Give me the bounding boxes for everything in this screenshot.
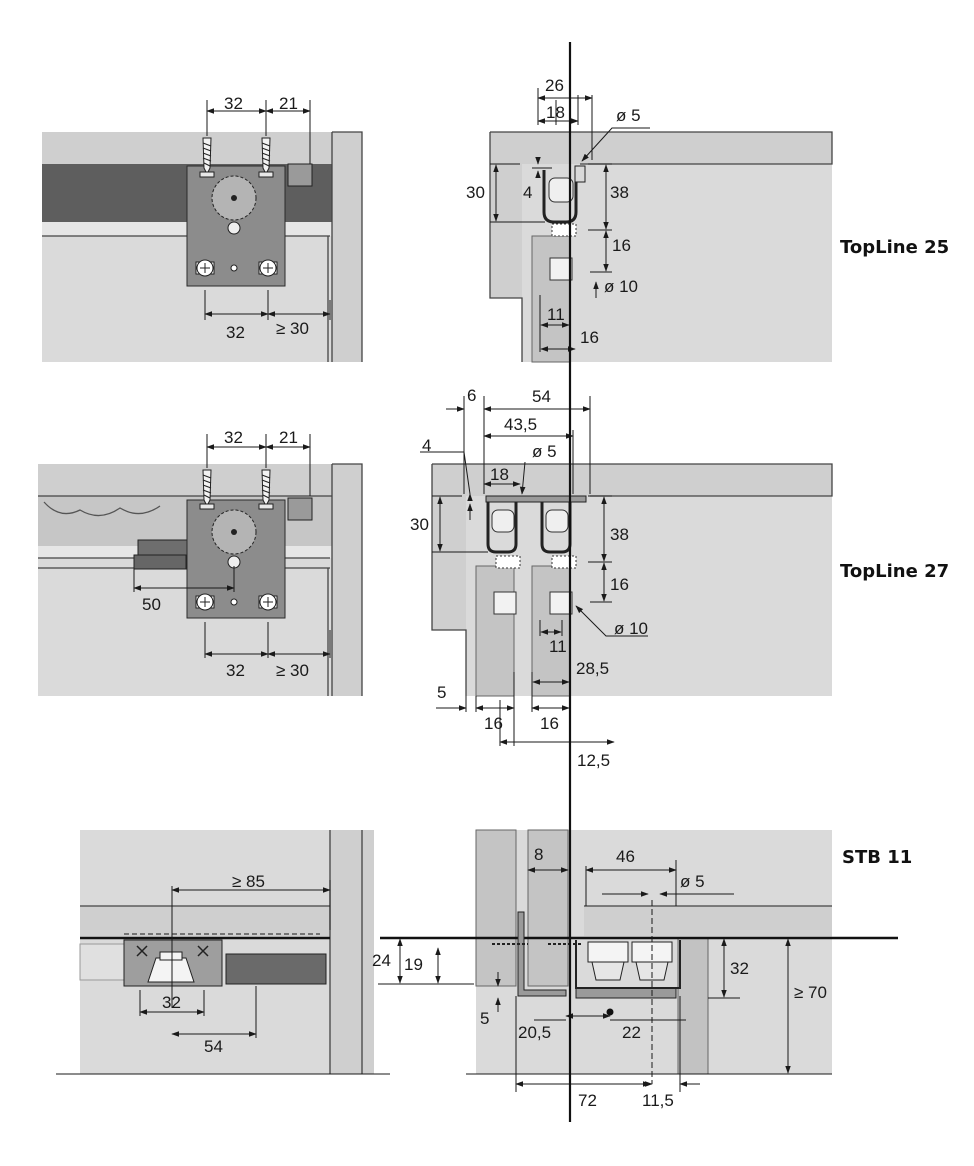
stb11-side-dim-46: 46 bbox=[616, 847, 635, 866]
tl27-side-dim-o5: ø 5 bbox=[532, 442, 557, 461]
tl25-front-dim-32-bottom: 32 bbox=[226, 323, 245, 342]
tl27-side-dim-54: 54 bbox=[532, 387, 551, 406]
tl27-side-dim-4: 4 bbox=[422, 436, 431, 455]
tl27-side-dim-43-5: 43,5 bbox=[504, 415, 537, 434]
tl25-front-dim-32-top: 32 bbox=[224, 94, 243, 113]
tl27-side-dim-16b: 16 bbox=[484, 714, 503, 733]
stb11-side-dim-20-5: 20,5 bbox=[518, 1023, 551, 1042]
stb11-side-dim-ge70: ≥ 70 bbox=[794, 983, 827, 1002]
tl25-side-dim-16a: 16 bbox=[612, 236, 631, 255]
tl25-side-dim-26: 26 bbox=[545, 76, 564, 95]
tl27-side-dim-16c: 16 bbox=[540, 714, 559, 733]
label-stb11: STB 11 bbox=[842, 847, 912, 868]
tl25-side-dim-o5: ø 5 bbox=[616, 106, 641, 125]
stb11-side-dim-24: 24 bbox=[372, 951, 391, 970]
stb11-front-dim-32: 32 bbox=[162, 993, 181, 1012]
stb11-side-dim-22: 22 bbox=[622, 1023, 641, 1042]
tl25-front-dim-ge30: ≥ 30 bbox=[276, 319, 309, 338]
tl27-side-dim-11: 11 bbox=[549, 637, 567, 656]
tl25-side-dim-4: 4 bbox=[523, 183, 532, 202]
tl27-side-dim-28-5: 28,5 bbox=[576, 659, 609, 678]
stb11-side-dim-32: 32 bbox=[730, 959, 749, 978]
tl27-side-dim-18: 18 bbox=[490, 465, 509, 484]
tl27-side-dim-6: 6 bbox=[467, 386, 476, 405]
tl25-side-dim-18: 18 bbox=[546, 103, 565, 122]
tl27-side-dim-12-5: 12,5 bbox=[577, 751, 610, 770]
tl27-front-dim-32-bottom: 32 bbox=[226, 661, 245, 680]
tl27-front-dim-21: 21 bbox=[279, 428, 298, 447]
tl27-side-dim-5: 5 bbox=[437, 683, 446, 702]
stb11-side-dim-o5: ø 5 bbox=[680, 872, 705, 891]
topline25-front-view: 32 21 32 ≥ 30 bbox=[42, 94, 363, 362]
stb11-side-view: 8 46 ø 5 24 19 32 ≥ 70 5 20,5 22 72 11,5 bbox=[372, 829, 898, 1110]
tl25-side-dim-16b: 16 bbox=[580, 328, 599, 347]
stb11-front-dim-54: 54 bbox=[204, 1037, 223, 1056]
tl27-side-dim-38: 38 bbox=[610, 525, 629, 544]
topline27-front-view: 32 21 50 32 ≥ 30 bbox=[38, 428, 363, 696]
stb11-side-dim-11-5: 11,5 bbox=[642, 1091, 674, 1110]
tl27-front-dim-32-top: 32 bbox=[224, 428, 243, 447]
tl25-side-dim-38: 38 bbox=[610, 183, 629, 202]
stb11-side-dim-72: 72 bbox=[578, 1091, 597, 1110]
tl25-side-dim-o10: ø 10 bbox=[604, 277, 638, 296]
tl25-side-dim-11: 11 bbox=[547, 305, 565, 324]
tl27-side-dim-30: 30 bbox=[410, 515, 429, 534]
label-topline27: TopLine 27 bbox=[840, 561, 949, 582]
topline25-side-view: 26 18 ø 5 30 4 38 16 ø 10 11 16 bbox=[466, 76, 833, 363]
tl25-side-dim-30: 30 bbox=[466, 183, 485, 202]
tl25-front-dim-21: 21 bbox=[279, 94, 298, 113]
stb11-side-dim-5: 5 bbox=[480, 1009, 489, 1028]
stb11-side-dim-19: 19 bbox=[404, 955, 423, 974]
stb11-side-dim-8: 8 bbox=[534, 845, 543, 864]
label-topline25: TopLine 25 bbox=[840, 237, 949, 258]
tl27-side-dim-o10: ø 10 bbox=[614, 619, 648, 638]
topline27-side-view: 6 54 43,5 4 ø 5 18 30 38 16 ø 10 11 28,5… bbox=[410, 386, 833, 770]
tl27-side-dim-16a: 16 bbox=[610, 575, 629, 594]
tl27-front-dim-50: 50 bbox=[142, 595, 161, 614]
stb11-front-dim-ge85: ≥ 85 bbox=[232, 872, 265, 891]
tl27-front-dim-ge30: ≥ 30 bbox=[276, 661, 309, 680]
stb11-front-view: ≥ 85 32 54 bbox=[56, 830, 390, 1075]
